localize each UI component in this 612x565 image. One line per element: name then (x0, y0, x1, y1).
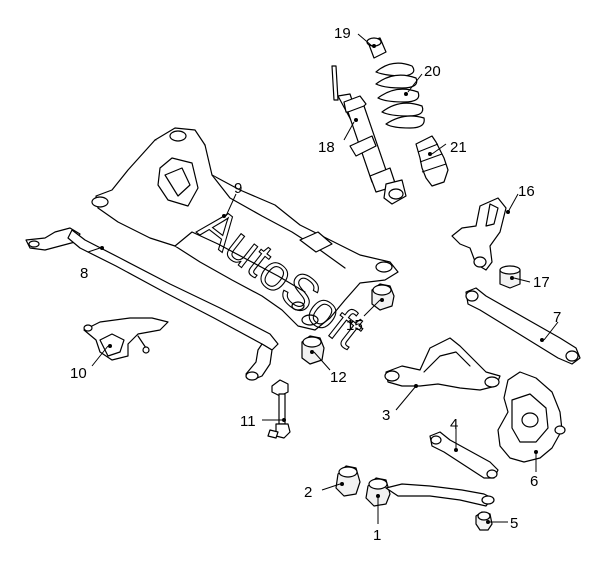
part-stabilizer-bar[interactable] (25, 227, 279, 381)
callout-11[interactable]: 11 (240, 413, 256, 430)
part-bushing-17[interactable] (499, 265, 521, 289)
callout-21[interactable]: 21 (450, 139, 467, 156)
part-dust-boot[interactable] (415, 135, 449, 187)
callout-19[interactable]: 19 (334, 25, 351, 42)
part-bump-stop[interactable] (366, 37, 387, 59)
callout-20[interactable]: 20 (424, 63, 441, 80)
part-rubber-mount[interactable] (335, 465, 361, 497)
callout-labels: 1 2 3 4 5 6 7 8 9 10 11 12 15 16 17 18 1… (70, 25, 561, 544)
callout-16[interactable]: 16 (518, 183, 535, 200)
part-bushing-15[interactable] (371, 283, 395, 311)
callout-17[interactable]: 17 (533, 274, 550, 291)
part-subframe[interactable] (91, 127, 399, 331)
callout-15[interactable]: 15 (346, 317, 363, 334)
callout-12[interactable]: 12 (330, 369, 347, 386)
callout-6[interactable]: 6 (530, 473, 538, 490)
callout-8[interactable]: 8 (80, 265, 88, 282)
callout-2[interactable]: 2 (304, 484, 312, 501)
callout-10[interactable]: 10 (70, 365, 87, 382)
part-shock-absorber[interactable] (331, 65, 407, 205)
callout-1[interactable]: 1 (373, 527, 381, 544)
part-lower-arm[interactable] (365, 477, 495, 507)
callout-9[interactable]: 9 (234, 180, 242, 197)
part-lower-link[interactable] (429, 431, 499, 479)
callout-4[interactable]: 4 (450, 416, 458, 433)
part-upper-control-arm[interactable] (384, 337, 501, 391)
callout-18[interactable]: 18 (318, 139, 335, 156)
part-knuckle-bracket[interactable] (451, 197, 507, 271)
callout-7[interactable]: 7 (553, 309, 561, 326)
part-nut[interactable] (475, 511, 493, 531)
part-control-rod[interactable] (465, 287, 581, 365)
part-stabilizer-bracket[interactable] (83, 317, 169, 361)
leader-dots (100, 44, 544, 524)
callout-5[interactable]: 5 (510, 515, 518, 532)
callout-3[interactable]: 3 (382, 407, 390, 424)
part-stabilizer-link[interactable] (267, 379, 291, 439)
part-wheel-carrier[interactable] (497, 371, 566, 463)
part-coil-spring[interactable] (375, 62, 425, 129)
leader-lines (87, 33, 559, 524)
